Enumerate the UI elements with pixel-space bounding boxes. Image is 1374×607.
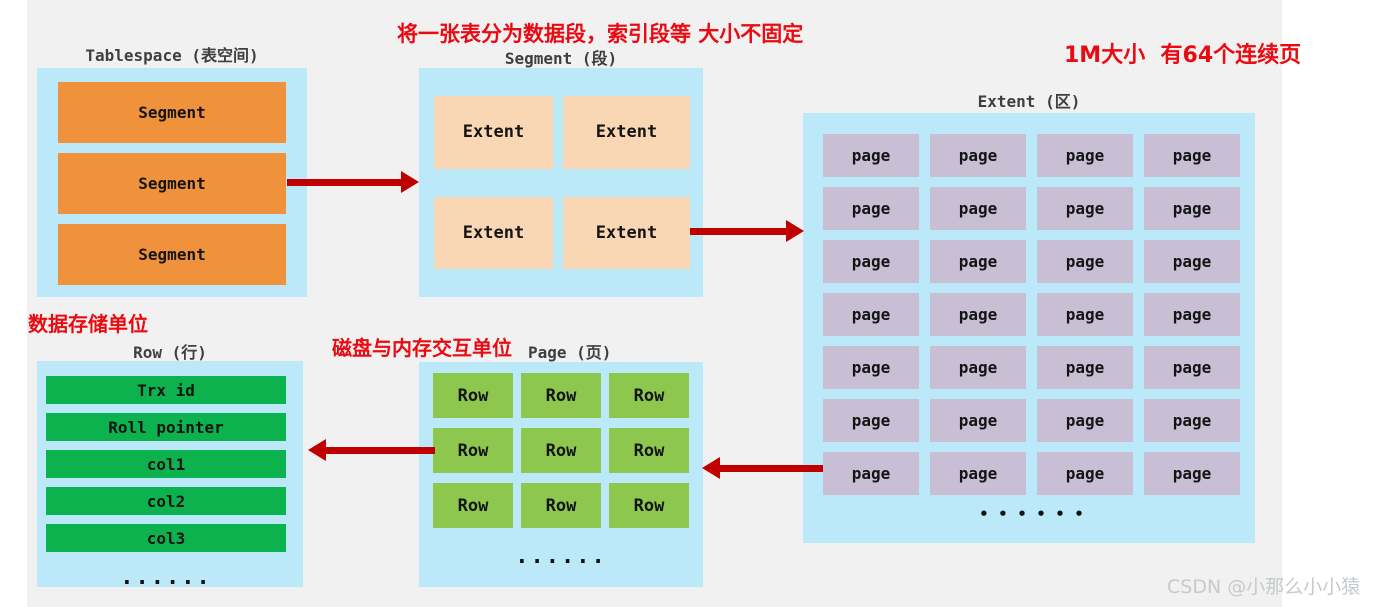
segment-label: Segment (段) — [504, 49, 618, 68]
row-field-block: Trx id — [46, 376, 286, 404]
row-block: Row — [521, 483, 601, 528]
row-field-block: col3 — [46, 524, 286, 552]
page-block: page — [930, 240, 1026, 283]
extent-ellipsis: •••••• — [979, 505, 1094, 523]
arrow-extent-to-page — [702, 457, 823, 479]
page-block: page — [1037, 452, 1133, 495]
segment-block: Segment — [58, 153, 286, 214]
row-field-block: col2 — [46, 487, 286, 515]
page-block: page — [1144, 293, 1240, 336]
row-block: Row — [609, 483, 689, 528]
tablespace-label: Tablespace (表空间) — [85, 46, 259, 65]
page-block: page — [1144, 399, 1240, 442]
arrow-left-icon — [308, 439, 326, 461]
row-block: Row — [433, 483, 513, 528]
page-block: page — [930, 134, 1026, 177]
page-block: page — [1144, 187, 1240, 230]
page-block: page — [1144, 452, 1240, 495]
segment-annotation: 将一张表分为数据段，索引段等 大小不固定 — [397, 22, 804, 46]
extent-block: Extent — [563, 196, 690, 269]
page-block: page — [1037, 399, 1133, 442]
page-block: page — [823, 346, 919, 389]
page-block: page — [1037, 293, 1133, 336]
row-annotation: 数据存储单位 — [28, 312, 148, 336]
row-panel: Trx id Roll pointer col1 col2 col3 ...... — [37, 361, 303, 590]
row-field-block: Roll pointer — [46, 413, 286, 441]
page-ellipsis: ...... — [515, 544, 607, 569]
row-block: Row — [609, 373, 689, 418]
page-block: page — [930, 452, 1026, 495]
arrow-left-icon — [702, 457, 720, 479]
page-block: page — [823, 293, 919, 336]
extent-block: Extent — [434, 196, 553, 269]
page-block: page — [1144, 346, 1240, 389]
page-block: page — [823, 134, 919, 177]
page-block: page — [823, 240, 919, 283]
row-ellipsis: ...... — [120, 565, 212, 590]
page-block: page — [930, 187, 1026, 230]
extent-block: Extent — [563, 96, 690, 169]
row-field-block: col1 — [46, 450, 286, 478]
page-label: Page (页) — [528, 343, 612, 362]
row-block: Row — [521, 373, 601, 418]
extent-label: Extent (区) — [977, 92, 1081, 111]
arrow-shaft — [324, 447, 435, 454]
row-block: Row — [609, 428, 689, 473]
page-block: page — [930, 293, 1026, 336]
arrow-right-icon — [401, 171, 419, 193]
arrow-tablespace-to-segment — [287, 171, 419, 193]
page-block: page — [1037, 240, 1133, 283]
row-label: Row (行) — [133, 343, 207, 362]
segment-block: Segment — [58, 224, 286, 285]
row-block: Row — [433, 373, 513, 418]
arrow-shaft — [690, 228, 789, 235]
page-block: page — [1037, 134, 1133, 177]
page-block: page — [930, 399, 1026, 442]
page-block: page — [823, 187, 919, 230]
page-grid: page page page page page page page page page page… — [823, 134, 1240, 495]
row-block: Row — [521, 428, 601, 473]
page-block: page — [1144, 134, 1240, 177]
arrow-shaft — [718, 465, 823, 472]
watermark: CSDN @小那么小小猿 — [1167, 576, 1361, 598]
page-annotation: 磁盘与内存交互单位 — [332, 336, 512, 360]
page-block: page — [1037, 346, 1133, 389]
page-block: page — [823, 399, 919, 442]
arrow-page-to-row — [308, 439, 435, 461]
row-block: Row — [433, 428, 513, 473]
extent-annotation: 1M大小 有64个连续页 — [1064, 43, 1302, 68]
arrow-right-icon — [786, 220, 804, 242]
page-block: page — [823, 452, 919, 495]
extent-panel: page page page page page page page page page page… — [803, 113, 1255, 543]
segment-block: Segment — [58, 82, 286, 143]
arrow-shaft — [287, 179, 404, 186]
arrow-segment-to-extent — [690, 220, 804, 242]
extent-block: Extent — [434, 96, 553, 169]
page-block: page — [1037, 187, 1133, 230]
page-block: page — [1144, 240, 1240, 283]
page-block: page — [930, 346, 1026, 389]
